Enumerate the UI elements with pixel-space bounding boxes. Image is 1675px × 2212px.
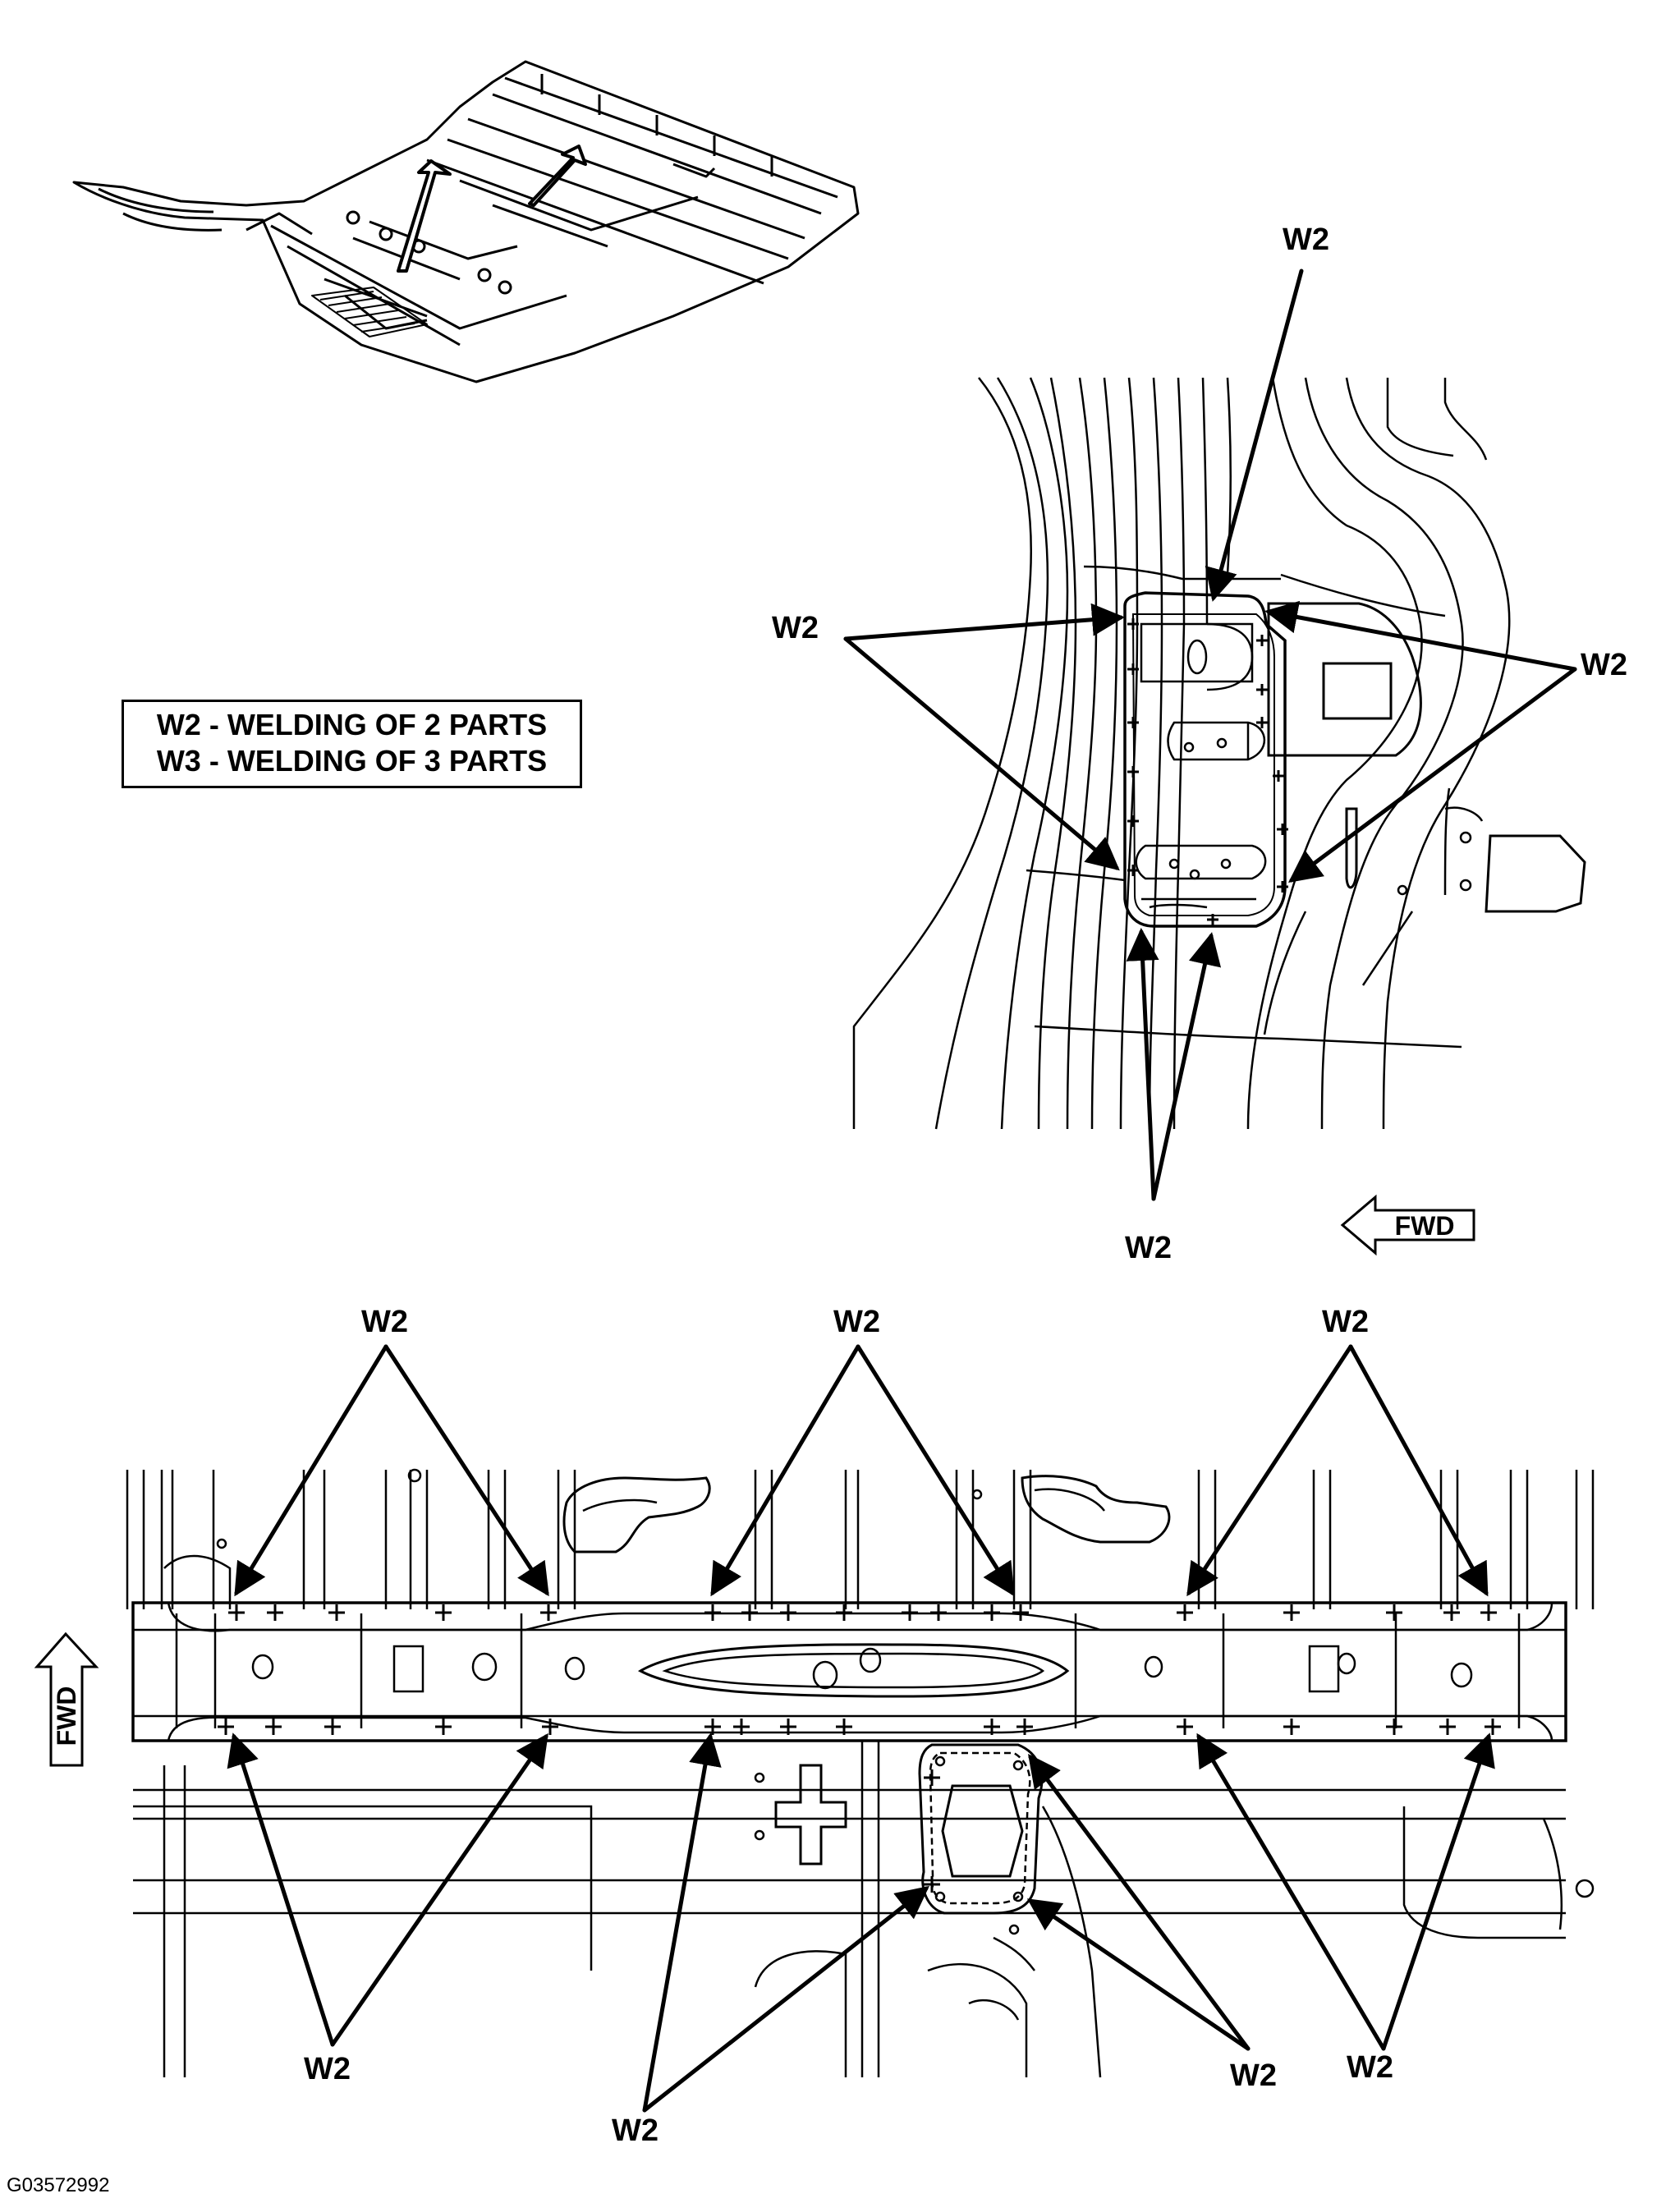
callout-w2-label: W2 (304, 2052, 351, 2086)
fwd-arrow-vertical (34, 1631, 99, 1767)
callout-w2-label: W2 (833, 1305, 880, 1339)
callout-w2-label: W2 (1230, 2058, 1277, 2093)
legend-w3: W3 - WELDING OF 3 PARTS (156, 744, 548, 778)
callout-w2-label: W2 (1347, 2050, 1393, 2085)
fwd-label-horizontal: FWD (1395, 1211, 1455, 1241)
legend-w2: W2 - WELDING OF 2 PARTS (156, 708, 548, 741)
callout-leaders (227, 268, 1577, 2113)
legend-box: W2 - WELDING OF 2 PARTS W3 - WELDING OF … (122, 700, 582, 788)
callout-w2-label: W2 (1322, 1305, 1369, 1339)
figure-id: G03572992 (7, 2174, 110, 2196)
crossmember-view (126, 1468, 1595, 2078)
callout-w2-label: W2 (1125, 1231, 1172, 1265)
detail-bracket-view (852, 377, 1586, 1130)
callout-w2-label: W2 (1283, 223, 1329, 257)
callout-w2-label: W2 (361, 1305, 408, 1339)
callout-w2-label: W2 (1581, 648, 1627, 682)
fwd-arrow-horizontal (1340, 1194, 1475, 1256)
floor-pan-overview (72, 60, 860, 383)
callout-w2-label: W2 (612, 2113, 659, 2148)
fwd-label-vertical: FWD (52, 1687, 81, 1746)
callout-w2-label: W2 (772, 611, 819, 645)
